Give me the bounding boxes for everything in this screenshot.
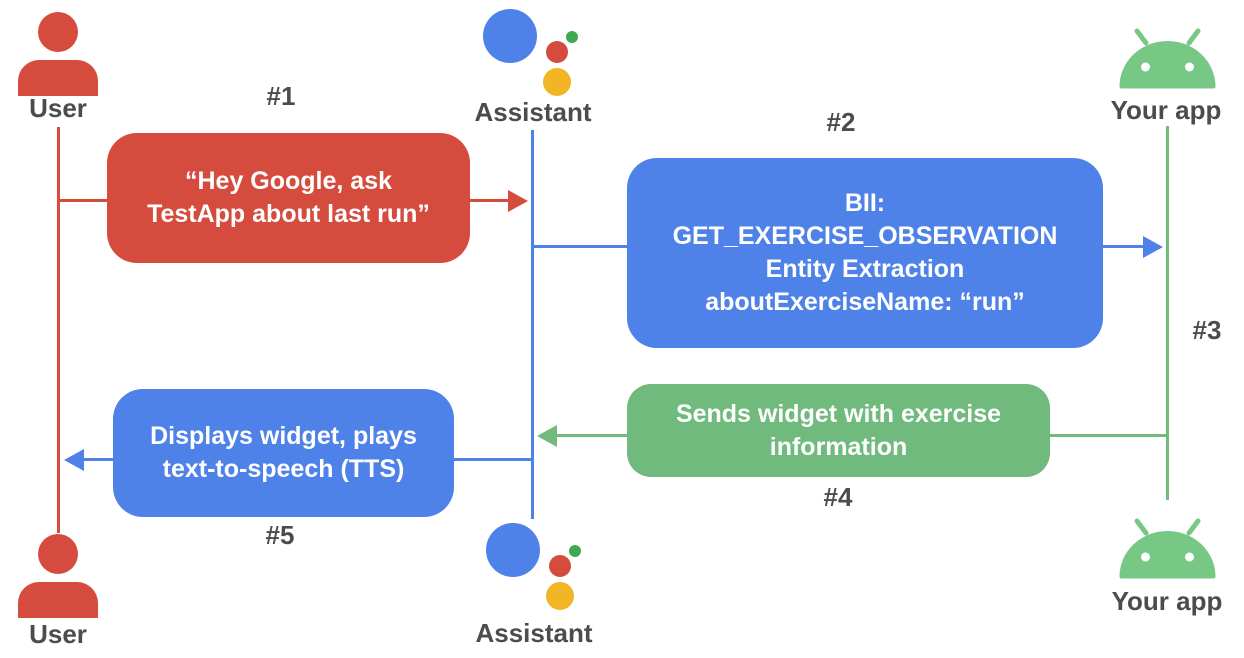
step-2-label: #2 bbox=[826, 107, 856, 137]
message-5-box: Displays widget, plays text-to-speech (T… bbox=[113, 389, 454, 517]
user-bottom-label: User bbox=[29, 619, 87, 649]
step-4-label: #4 bbox=[823, 482, 853, 512]
android-icon bbox=[1119, 28, 1216, 89]
assistant-bottom-label: Assistant bbox=[475, 618, 593, 648]
assistant-icon bbox=[483, 9, 578, 96]
assistant-top-label: Assistant bbox=[474, 97, 592, 127]
message-4-box: Sends widget with exercise information bbox=[627, 384, 1050, 477]
step-3-label: #3 bbox=[1192, 315, 1222, 345]
message-2-box: BII: GET_EXERCISE_OBSERVATION Entity Ext… bbox=[627, 158, 1103, 348]
message-1-box: “Hey Google, ask TestApp about last run” bbox=[107, 133, 470, 263]
app-bottom-label: Your app bbox=[1111, 586, 1223, 616]
app-top-label: Your app bbox=[1110, 95, 1222, 125]
app-lifeline bbox=[1166, 126, 1169, 500]
message-1-text: “Hey Google, ask TestApp about last run” bbox=[147, 167, 430, 228]
android-icon bbox=[1119, 518, 1216, 579]
message-2-arrowhead bbox=[1143, 236, 1163, 258]
user-icon bbox=[18, 12, 98, 96]
step-1-label: #1 bbox=[266, 81, 296, 111]
message-4-text: Sends widget with exercise information bbox=[675, 399, 1002, 461]
step-5-label: #5 bbox=[265, 520, 295, 550]
message-5-arrowhead bbox=[64, 449, 84, 471]
user-icon bbox=[18, 534, 98, 618]
message-5-text: Displays widget, plays text-to-speech (T… bbox=[150, 422, 417, 483]
assistant-icon bbox=[486, 523, 581, 610]
message-1-arrowhead bbox=[508, 190, 528, 212]
message-2-text: BII: GET_EXERCISE_OBSERVATION Entity Ext… bbox=[672, 189, 1058, 316]
assistant-lifeline bbox=[531, 130, 534, 519]
user-top-label: User bbox=[29, 93, 87, 123]
message-4-arrowhead bbox=[537, 425, 557, 447]
user-lifeline bbox=[57, 127, 60, 533]
